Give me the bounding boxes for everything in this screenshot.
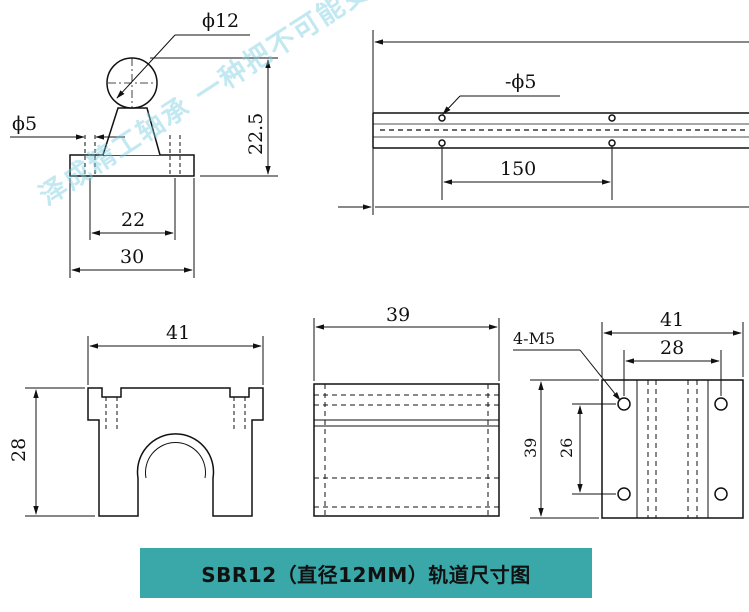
dim-block-side-length: 39 bbox=[386, 304, 410, 326]
dim-hole-spacing: 22 bbox=[121, 209, 145, 231]
rail-side-view bbox=[372, 112, 749, 149]
dim-block-top-length: 39 bbox=[521, 438, 540, 458]
drawing-title: SBR12（直径12MM）轨道尺寸图 bbox=[201, 562, 531, 587]
dim-support-height: 22.5 bbox=[245, 113, 267, 155]
rail-hole-1-bottom bbox=[438, 139, 446, 147]
dim-hole-spacing-y: 26 bbox=[557, 438, 576, 458]
title-banner: SBR12（直径12MM）轨道尺寸图 bbox=[140, 548, 592, 598]
dim-shaft-diameter: ϕ12 bbox=[202, 10, 239, 32]
dim-block-front-height: 28 bbox=[8, 438, 30, 462]
dim-hole-diameter: ϕ5 bbox=[12, 113, 37, 135]
dim-base-width: 30 bbox=[120, 246, 144, 268]
rail-hole-2-top bbox=[608, 114, 616, 122]
rail-hole-label: -ϕ5 bbox=[505, 71, 536, 93]
thread-hole-bottom-left bbox=[617, 487, 631, 501]
thread-hole-top-right bbox=[714, 397, 728, 411]
thread-hole-top-left bbox=[617, 397, 631, 411]
support-cross-section bbox=[69, 57, 195, 177]
dim-block-front-width: 41 bbox=[166, 322, 190, 344]
rail-hole-2-bottom bbox=[608, 139, 616, 147]
thread-hole-bottom-right bbox=[714, 487, 728, 501]
block-side-view bbox=[313, 383, 500, 517]
dim-block-top-width: 41 bbox=[660, 309, 684, 331]
block-front-view bbox=[87, 387, 264, 517]
dim-hole-spacing-x: 28 bbox=[660, 337, 684, 359]
thread-label: 4-M5 bbox=[513, 329, 555, 348]
rail-hole-1-top bbox=[438, 114, 446, 122]
dim-hole-pitch: 150 bbox=[500, 158, 536, 180]
